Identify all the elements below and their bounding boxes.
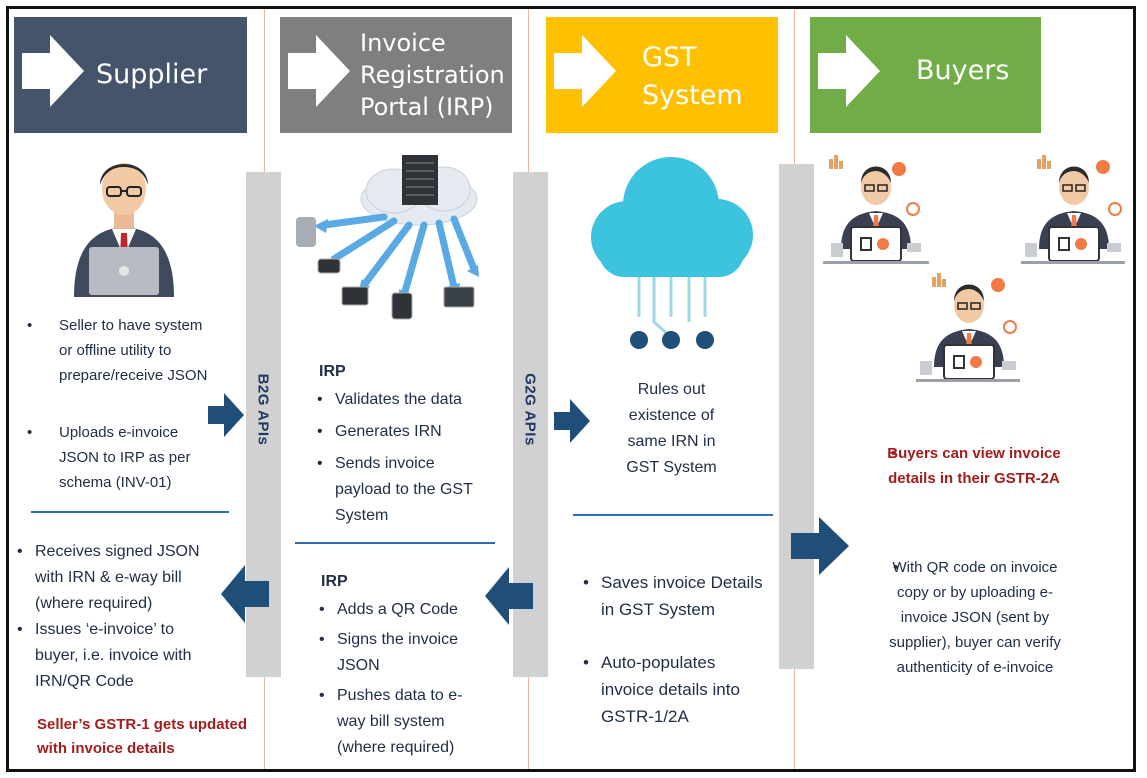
cloud-icon [591, 157, 753, 349]
buyer-desk-icon [823, 155, 929, 264]
gst-top-text: Rules out existence of same IRN in GST S… [626, 381, 717, 476]
buyer-desk-icon [1021, 155, 1125, 264]
list-item: Saves invoice Details in GST System [583, 569, 768, 623]
list-item: Receives signed JSON with IRN & e-way bi… [17, 539, 222, 617]
gst-header: GST System [546, 17, 778, 133]
list-item: Generates IRN [317, 419, 487, 445]
gst-bottom-list: Saves invoice Details in GST System Auto… [583, 569, 768, 730]
supplier-header: Supplier [14, 17, 247, 133]
list-item: Validates the data [317, 387, 487, 413]
chevron-right-icon [288, 35, 350, 107]
irp-title-line: Invoice [360, 29, 446, 57]
buyer-api-bar [779, 164, 814, 669]
gst-title-line: GST [642, 42, 697, 73]
irp-bottom-heading: IRP [321, 573, 348, 590]
list-item: Sends invoice payload to the GST System [317, 451, 487, 529]
buyers-title: Buyers [916, 55, 1010, 86]
arrow-left-icon [221, 565, 269, 623]
list-item: Auto-populates invoice details into GSTR… [583, 649, 768, 730]
chevron-right-icon [554, 35, 616, 107]
buyers-header: Buyers [810, 17, 1041, 133]
arrow-right-icon [554, 399, 590, 443]
irp-bottom-list: Adds a QR Code Signs the invoice JSON Pu… [319, 597, 479, 761]
gst-title: GST System [642, 39, 743, 115]
divider [31, 511, 229, 513]
irp-title-line: Portal (IRP) [360, 93, 494, 121]
list-item: Signs the invoice JSON [319, 627, 479, 679]
supplier-note: Seller’s GSTR-1 gets updated with invoic… [37, 716, 248, 757]
irp-header: Invoice Registration Portal (IRP) [280, 17, 512, 133]
gst-title-line: System [642, 80, 743, 111]
buyers-point: • With QR code on invoice copy or by upl… [885, 555, 1065, 680]
buyers-highlight: • Buyers can view invoice details in the… [879, 441, 1069, 491]
buyers-point-text: With QR code on invoice copy or by uploa… [889, 559, 1061, 676]
divider [295, 542, 495, 544]
list-item: Uploads e-invoice JSON to IRP as per sch… [27, 420, 212, 495]
cloud-server-network-icon [296, 155, 479, 320]
supplier-bottom-list: Receives signed JSON with IRN & e-way bi… [17, 539, 222, 695]
businessman-laptop-icon [74, 163, 174, 297]
chevron-right-icon [22, 35, 84, 107]
b2g-api-label: B2G APIs [254, 373, 272, 446]
irp-title-line: Registration [360, 61, 505, 89]
arrow-left-icon [485, 567, 533, 625]
list-item: Issues ‘e-invoice’ to buyer, i.e. invoic… [17, 617, 222, 695]
list-item: Seller to have system or offline utility… [27, 313, 212, 388]
irp-top-heading: IRP [319, 363, 346, 380]
list-item: Pushes data to e-way bill system (where … [319, 683, 479, 761]
supplier-title: Supplier [96, 59, 208, 90]
buyers-highlight-text: Buyers can view invoice details in their… [887, 445, 1061, 487]
header-gap [1041, 17, 1061, 113]
list-item: Adds a QR Code [319, 597, 479, 623]
buyer-desk-icon [916, 273, 1020, 382]
g2g-api-label: G2G APIs [521, 373, 539, 446]
irp-top-list: Validates the data Generates IRN Sends i… [317, 387, 487, 529]
bullet: • [891, 445, 897, 462]
chevron-right-icon [818, 35, 880, 107]
bullet: • [893, 559, 899, 576]
arrow-right-icon [208, 393, 244, 437]
divider [573, 514, 773, 516]
e-invoice-flow-diagram: Supplier Invoice Registration Portal (IR… [6, 6, 1136, 772]
arrow-right-icon [791, 517, 849, 575]
irp-title: Invoice Registration Portal (IRP) [360, 27, 505, 123]
supplier-top-list: Seller to have system or offline utility… [27, 313, 212, 495]
